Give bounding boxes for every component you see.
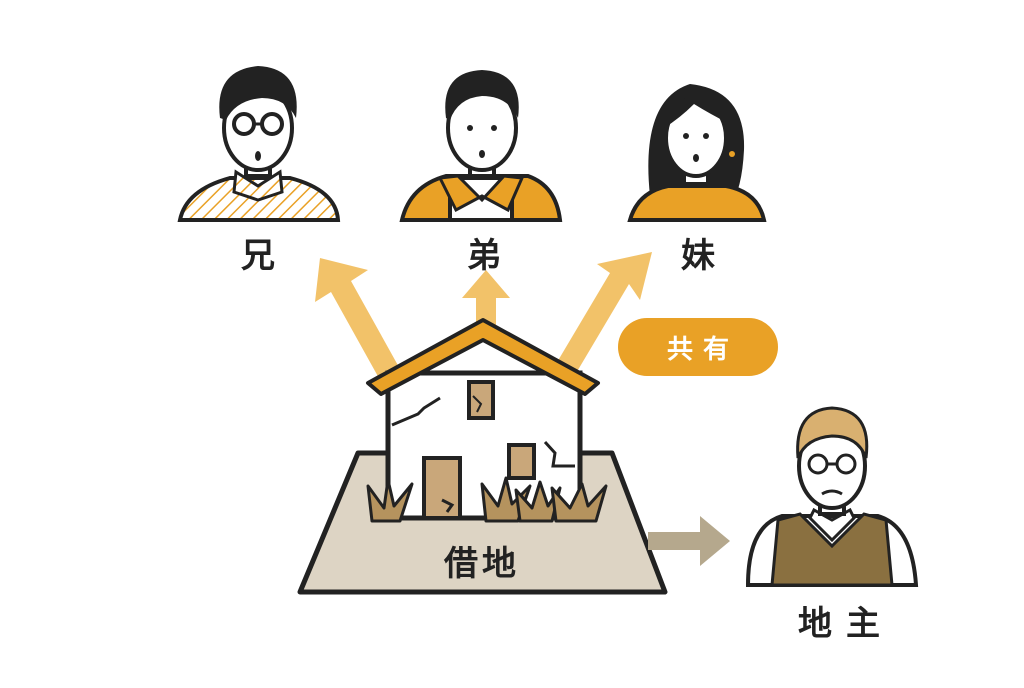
arrow-to-landlord [648, 516, 730, 566]
co-ownership-badge: 共有 [618, 318, 778, 376]
house [366, 318, 608, 523]
co-ownership-badge-text: 共有 [666, 334, 739, 365]
person-younger-brother [399, 70, 563, 222]
land-label: 借地 [444, 544, 520, 584]
label-sister: 妹 [681, 236, 715, 276]
arrow-to-sister [553, 252, 652, 380]
inheritance-arrows [315, 252, 652, 389]
person-sister [627, 84, 767, 222]
landlord-label: 地主 [798, 604, 894, 644]
arrow-to-elder-brother [315, 258, 405, 389]
roof [366, 318, 600, 396]
wall-crack-left [391, 396, 441, 427]
arrow-to-younger-brother [462, 270, 510, 328]
window-lower [507, 443, 536, 480]
wall-crack-right [543, 440, 575, 468]
weeds [366, 476, 608, 523]
person-elder-brother [177, 66, 341, 222]
window-upper [467, 380, 495, 420]
person-landlord [745, 406, 919, 587]
door [422, 456, 462, 520]
label-elder-brother: 兄 [241, 236, 275, 276]
label-younger-brother: 弟 [467, 236, 501, 276]
